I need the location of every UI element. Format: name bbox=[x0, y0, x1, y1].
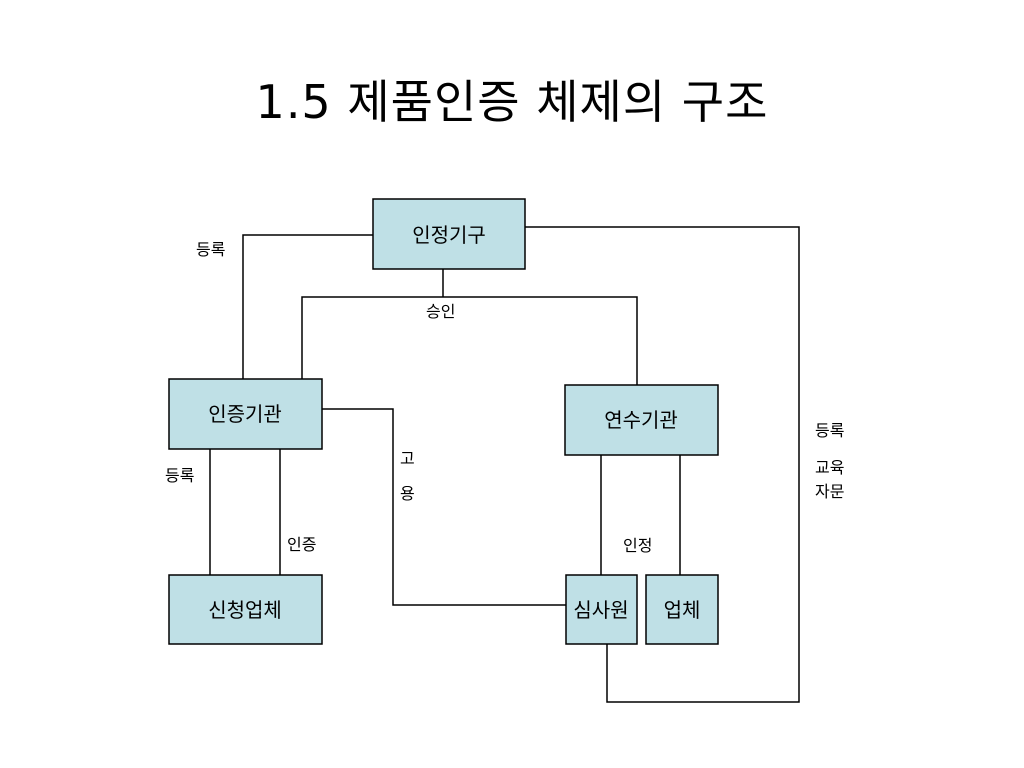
edge-label-approval: 승인 bbox=[426, 302, 455, 321]
node-certification-body-label: 인증기관 bbox=[208, 402, 282, 426]
node-accreditation-body: 인정기구 bbox=[372, 198, 526, 270]
connector-accreditation-to-certification-register bbox=[242, 234, 374, 380]
node-training-body-label: 연수기관 bbox=[604, 408, 678, 432]
node-accreditation-body-label: 인정기구 bbox=[412, 223, 486, 247]
node-applicant-company-label: 신청업체 bbox=[208, 598, 282, 622]
edge-label-certification: 인증 bbox=[287, 535, 316, 554]
connector-approval-bar bbox=[301, 296, 638, 385]
node-certification-body: 인증기관 bbox=[168, 378, 323, 450]
node-company: 업체 bbox=[645, 574, 719, 645]
node-auditor: 심사원 bbox=[565, 574, 638, 645]
connector-accreditation-to-auditor-loop bbox=[525, 226, 800, 703]
page-title: 1.5 제품인증 체제의 구조 bbox=[255, 75, 769, 129]
node-company-label: 업체 bbox=[664, 598, 701, 622]
connector-certification-to-auditor-employ bbox=[322, 408, 566, 606]
edge-label-education-2: 자문 bbox=[815, 482, 844, 501]
edge-label-employ-1: 고 bbox=[400, 449, 415, 468]
node-applicant-company: 신청업체 bbox=[168, 574, 323, 645]
edge-label-employ-2: 용 bbox=[400, 484, 415, 503]
edge-label-register-right: 등록 bbox=[815, 421, 844, 440]
edge-label-education-1: 교육 bbox=[815, 458, 844, 477]
node-training-body: 연수기관 bbox=[564, 384, 719, 456]
edge-label-register-left: 등록 bbox=[165, 466, 194, 485]
edge-label-register-top: 등록 bbox=[196, 240, 225, 259]
edge-label-recognition: 인정 bbox=[623, 536, 652, 555]
connectors bbox=[209, 226, 800, 703]
node-auditor-label: 심사원 bbox=[573, 598, 628, 622]
